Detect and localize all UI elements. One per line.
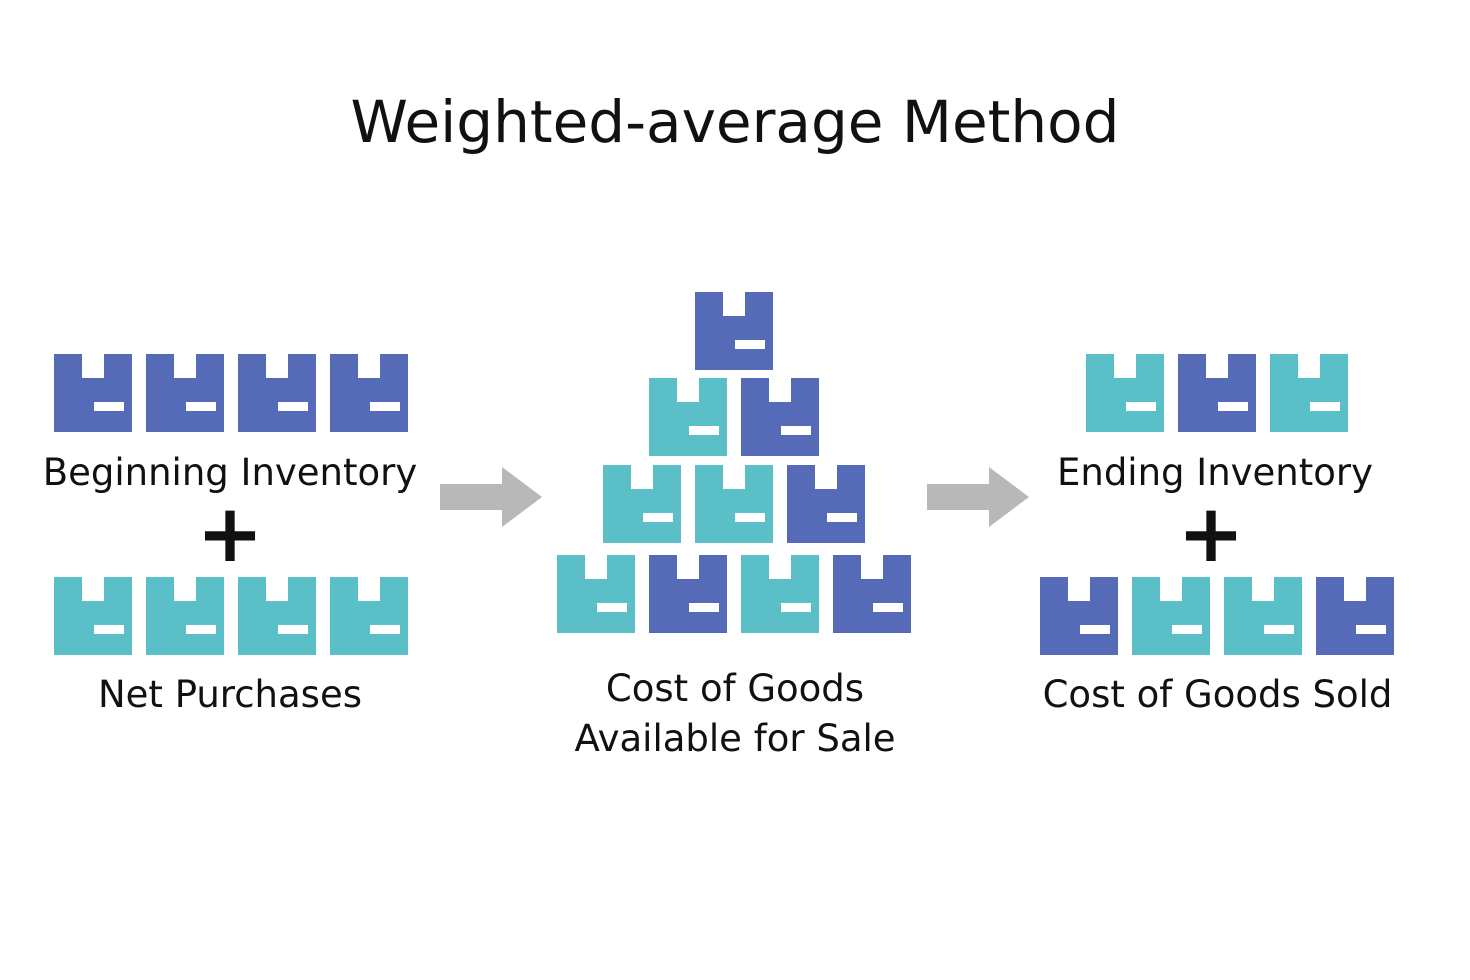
box-label-slot xyxy=(689,426,719,435)
box-label-slot xyxy=(1080,625,1110,634)
package-box-icon-dark xyxy=(1178,354,1256,432)
package-box-icon-light xyxy=(54,577,132,655)
box-flap xyxy=(174,577,196,601)
box-flap xyxy=(723,292,745,316)
plus-icon: + xyxy=(1177,487,1245,580)
box-label-slot xyxy=(735,513,765,522)
box-label-slot xyxy=(643,513,673,522)
box-flap xyxy=(1298,354,1320,378)
box-label-slot xyxy=(278,625,308,634)
box-flap xyxy=(677,378,699,402)
goods-available-label-line1: Cost of Goods xyxy=(605,667,865,710)
package-box-icon-light xyxy=(557,555,635,633)
package-box-icon-dark xyxy=(1316,577,1394,655)
box-label-slot xyxy=(370,625,400,634)
arrow-right-icon xyxy=(927,467,1029,527)
box-flap xyxy=(1252,577,1274,601)
box-label-slot xyxy=(827,513,857,522)
box-flap xyxy=(82,577,104,601)
cost-of-goods-sold-label: Cost of Goods Sold xyxy=(1042,673,1393,716)
box-label-slot xyxy=(370,402,400,411)
box-flap xyxy=(1206,354,1228,378)
package-box-icon-light xyxy=(1270,354,1348,432)
package-box-icon-light xyxy=(1132,577,1210,655)
box-label-slot xyxy=(1218,402,1248,411)
box-flap xyxy=(174,354,196,378)
box-label-slot xyxy=(1126,402,1156,411)
ending-inventory-label: Ending Inventory xyxy=(1056,451,1374,494)
plus-icon: + xyxy=(196,487,264,580)
box-label-slot xyxy=(735,340,765,349)
package-box-icon-dark xyxy=(741,378,819,456)
box-flap xyxy=(1160,577,1182,601)
package-box-icon-light xyxy=(146,577,224,655)
package-box-icon-dark xyxy=(146,354,224,432)
box-label-slot xyxy=(1264,625,1294,634)
box-label-slot xyxy=(186,402,216,411)
box-label-slot xyxy=(1172,625,1202,634)
box-label-slot xyxy=(873,603,903,612)
box-label-slot xyxy=(94,625,124,634)
box-label-slot xyxy=(94,402,124,411)
box-flap xyxy=(631,465,653,489)
box-label-slot xyxy=(781,603,811,612)
box-flap xyxy=(266,354,288,378)
box-flap xyxy=(82,354,104,378)
package-box-icon-dark xyxy=(649,555,727,633)
box-flap xyxy=(358,577,380,601)
package-box-icon-light xyxy=(1086,354,1164,432)
package-box-icon-light xyxy=(603,465,681,543)
box-label-slot xyxy=(1310,402,1340,411)
box-flap xyxy=(769,555,791,579)
package-box-icon-dark xyxy=(238,354,316,432)
box-flap xyxy=(723,465,745,489)
package-box-icon-dark xyxy=(833,555,911,633)
box-flap xyxy=(266,577,288,601)
goods-available-label-line2: Available for Sale xyxy=(574,717,896,760)
box-flap xyxy=(358,354,380,378)
box-flap xyxy=(585,555,607,579)
package-box-icon-light xyxy=(695,465,773,543)
package-box-icon-dark xyxy=(54,354,132,432)
box-flap xyxy=(1114,354,1136,378)
box-label-slot xyxy=(597,603,627,612)
box-label-slot xyxy=(186,625,216,634)
box-flap xyxy=(1068,577,1090,601)
package-box-icon-light xyxy=(649,378,727,456)
package-box-icon-light xyxy=(741,555,819,633)
package-box-icon-dark xyxy=(695,292,773,370)
package-box-icon-dark xyxy=(787,465,865,543)
box-label-slot xyxy=(278,402,308,411)
package-box-icon-dark xyxy=(1040,577,1118,655)
package-box-icon-light xyxy=(1224,577,1302,655)
box-flap xyxy=(769,378,791,402)
box-flap xyxy=(861,555,883,579)
box-label-slot xyxy=(781,426,811,435)
diagram-title: Weighted-average Method xyxy=(350,88,1120,156)
box-label-slot xyxy=(689,603,719,612)
package-box-icon-dark xyxy=(330,354,408,432)
package-box-icon-light xyxy=(238,577,316,655)
box-flap xyxy=(1344,577,1366,601)
box-label-slot xyxy=(1356,625,1386,634)
arrow-right-icon xyxy=(440,467,542,527)
package-box-icon-light xyxy=(330,577,408,655)
beginning-inventory-label: Beginning Inventory xyxy=(42,451,418,494)
box-flap xyxy=(677,555,699,579)
box-flap xyxy=(815,465,837,489)
net-purchases-label: Net Purchases xyxy=(97,673,362,716)
